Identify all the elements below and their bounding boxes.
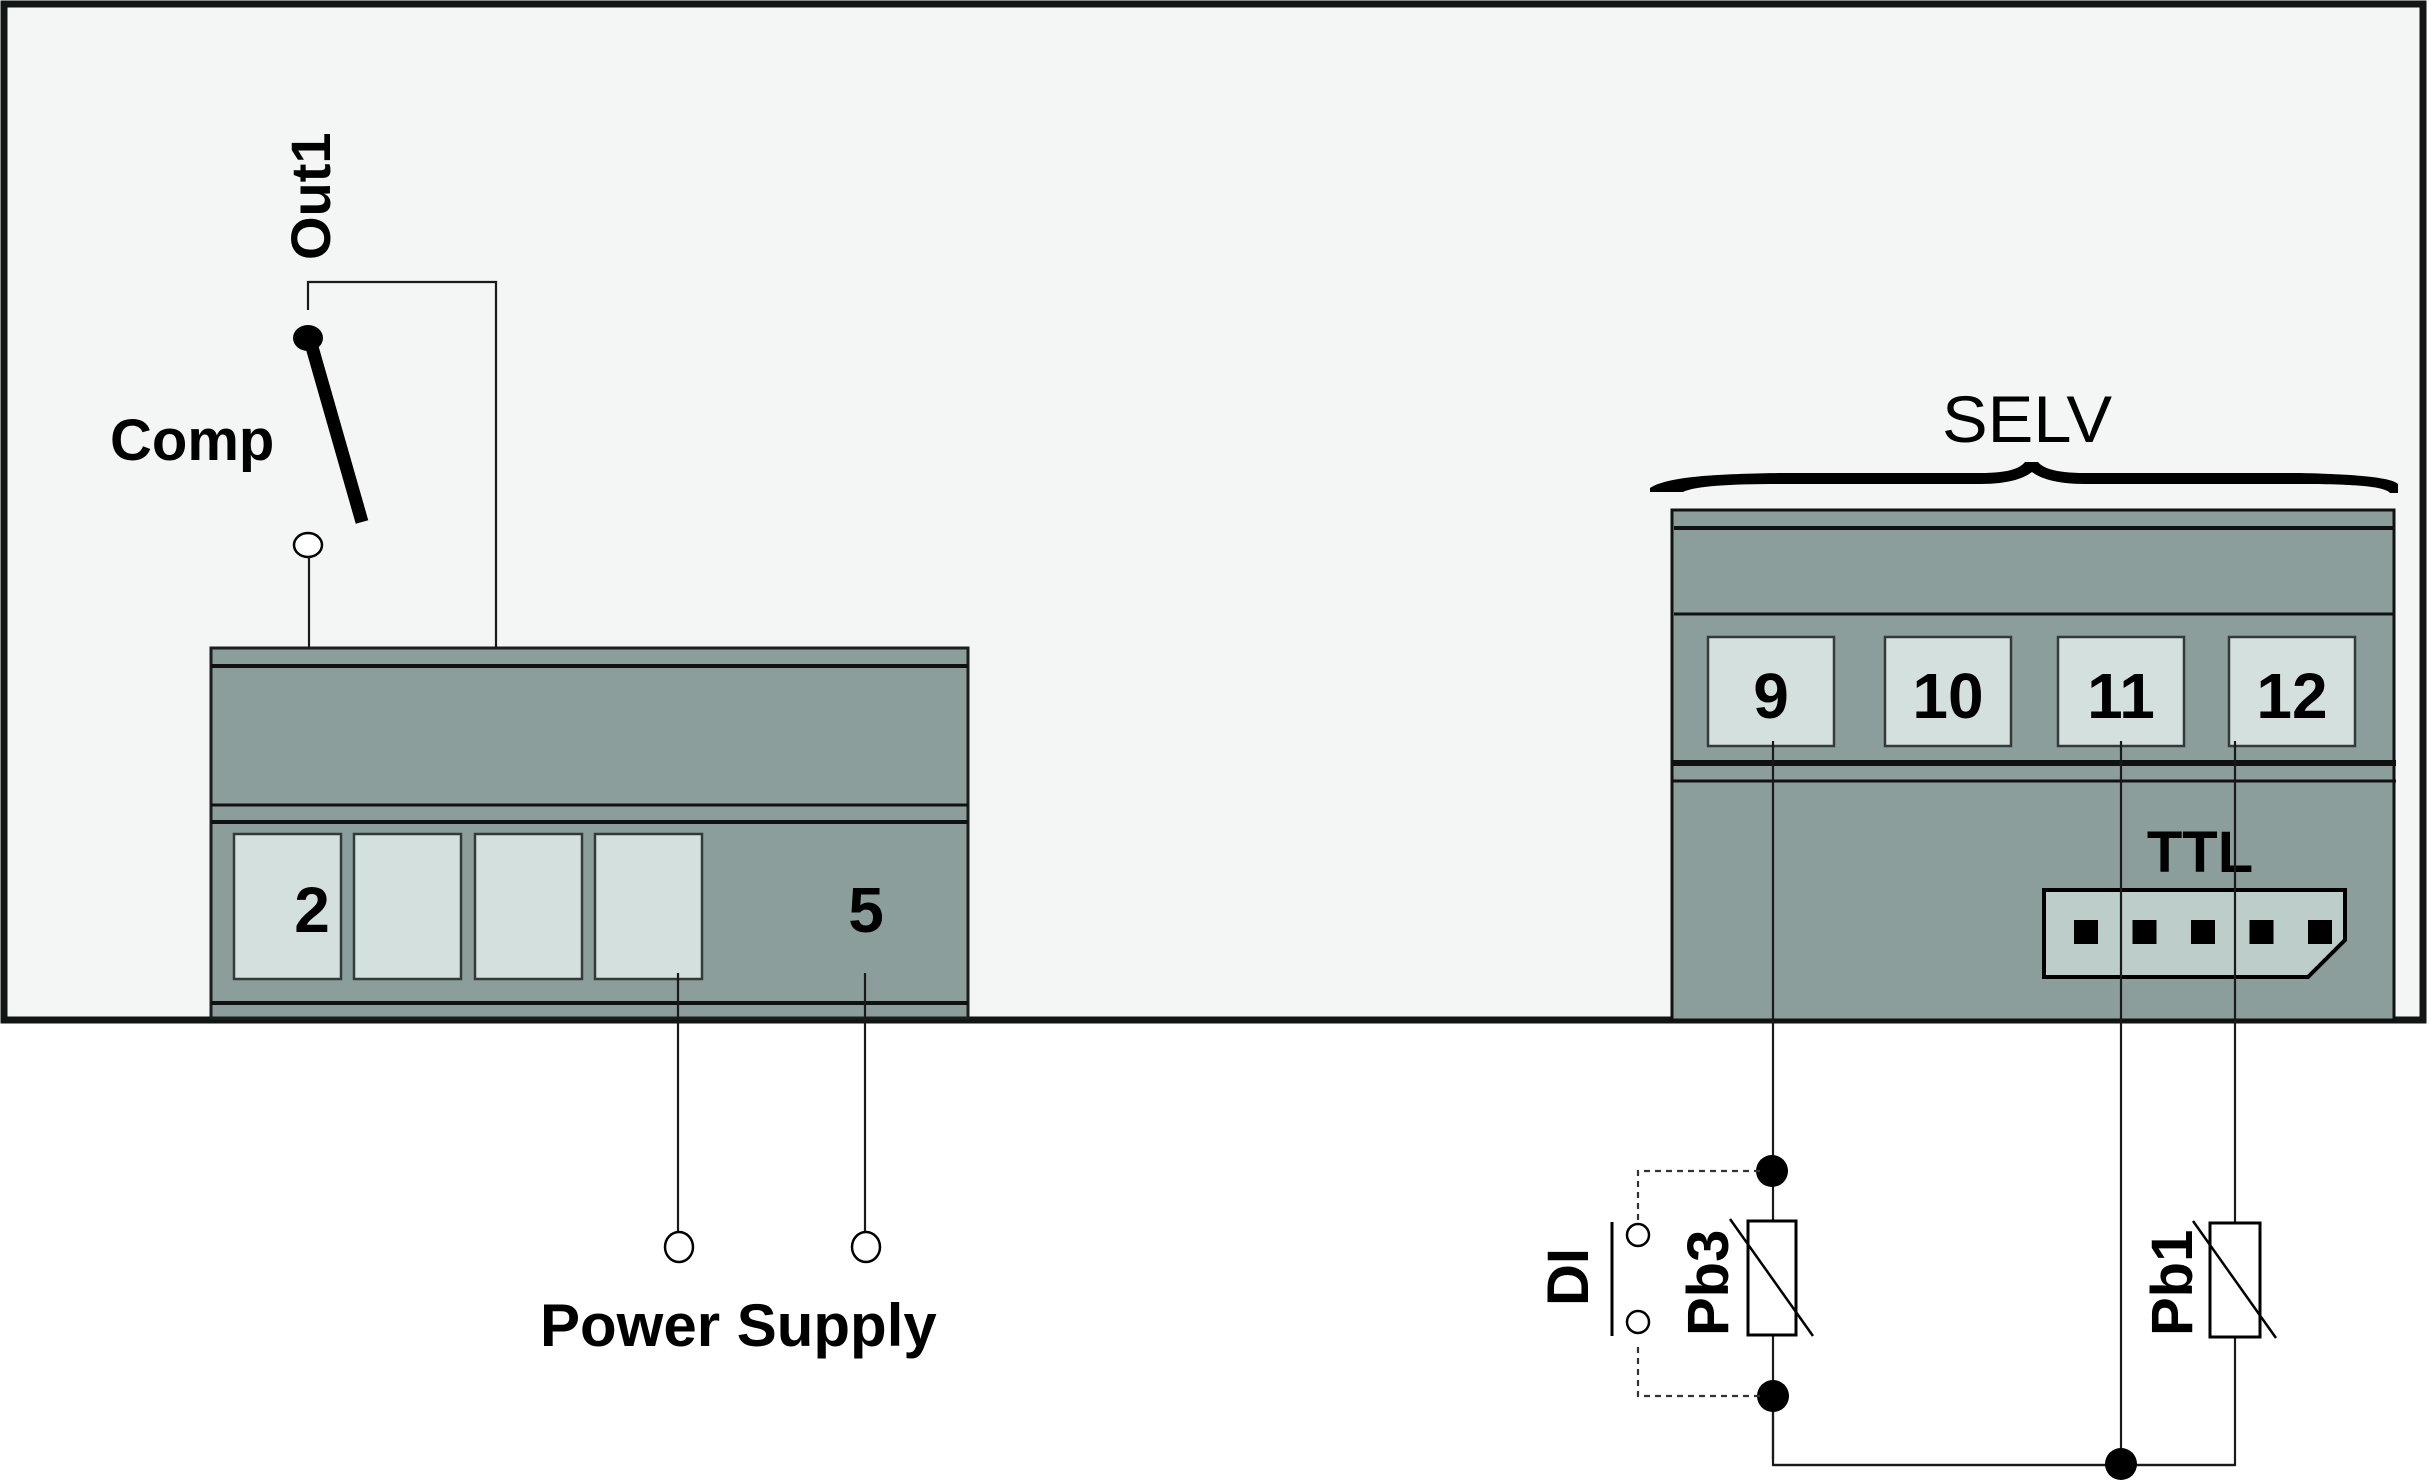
sensor-wiring: Pb3 DI Pb1 xyxy=(1536,741,2278,1480)
terminal-number: 5 xyxy=(848,874,884,946)
terminal-5: 5 xyxy=(593,832,884,981)
terminal-2: 2 xyxy=(232,832,343,981)
terminal-10: 10 xyxy=(1883,635,2013,748)
pb1-label: Pb1 xyxy=(2140,1230,2205,1336)
terminal-12: 12 xyxy=(2227,635,2357,748)
junction-dot xyxy=(1757,1380,1789,1412)
right-terminal-block: 9 10 11 12 TTL xyxy=(1670,508,2396,1022)
pb1-thermistor xyxy=(2208,1221,2262,1339)
terminal-number: 9 xyxy=(1753,660,1789,732)
relay-switch-arm xyxy=(303,338,369,524)
out1-label: Out1 xyxy=(279,132,342,260)
selv-label: SELV xyxy=(1942,382,2112,456)
pb3-label: Pb3 xyxy=(1676,1230,1741,1336)
terminal-number: 11 xyxy=(2087,660,2155,732)
selv-group: SELV xyxy=(1650,382,2398,493)
ttl-label: TTL xyxy=(2147,820,2253,885)
terminal-11: 11 xyxy=(2056,635,2186,748)
di-label: DI xyxy=(1536,1248,1601,1306)
terminal-number: 2 xyxy=(294,874,330,946)
selv-brace xyxy=(1650,462,2398,493)
terminal-number: 10 xyxy=(1912,660,1983,732)
pb3-thermistor-slash xyxy=(1728,1218,1815,1337)
di-dashed-wire xyxy=(1636,1169,1760,1224)
out1-wire xyxy=(306,280,498,648)
power-supply: Power Supply xyxy=(540,973,937,1359)
terminal-number: 12 xyxy=(2256,660,2327,732)
ttl-pin xyxy=(2249,920,2274,944)
digital-input: DI xyxy=(1536,1169,1760,1398)
left-terminal-block: 2 3 4 5 xyxy=(209,646,970,1020)
relay-nc-contact xyxy=(292,531,324,559)
ttl-pin xyxy=(2308,920,2332,944)
di-contact xyxy=(1625,1222,1651,1248)
probe-pb3: Pb3 xyxy=(1676,1218,1815,1337)
probe-pb1: Pb1 xyxy=(2140,1220,2278,1339)
power-supply-label: Power Supply xyxy=(540,1292,937,1359)
relay-output: Out1 Comp xyxy=(110,132,498,648)
power-terminal-l xyxy=(663,1230,695,1264)
junction-dot xyxy=(2105,1448,2137,1480)
terminal-9: 9 xyxy=(1706,635,1836,748)
ttl-pin xyxy=(2132,920,2157,944)
ttl-pins xyxy=(2074,920,2332,944)
comp-label: Comp xyxy=(110,408,274,473)
junction-dot xyxy=(1756,1155,1788,1187)
power-terminal-n xyxy=(850,1230,882,1264)
ttl-pin xyxy=(2074,920,2098,944)
di-contact xyxy=(1625,1309,1651,1335)
ttl-pin xyxy=(2191,920,2215,944)
pb1-thermistor-slash xyxy=(2191,1220,2278,1339)
di-dashed-wire xyxy=(1636,1343,1760,1398)
